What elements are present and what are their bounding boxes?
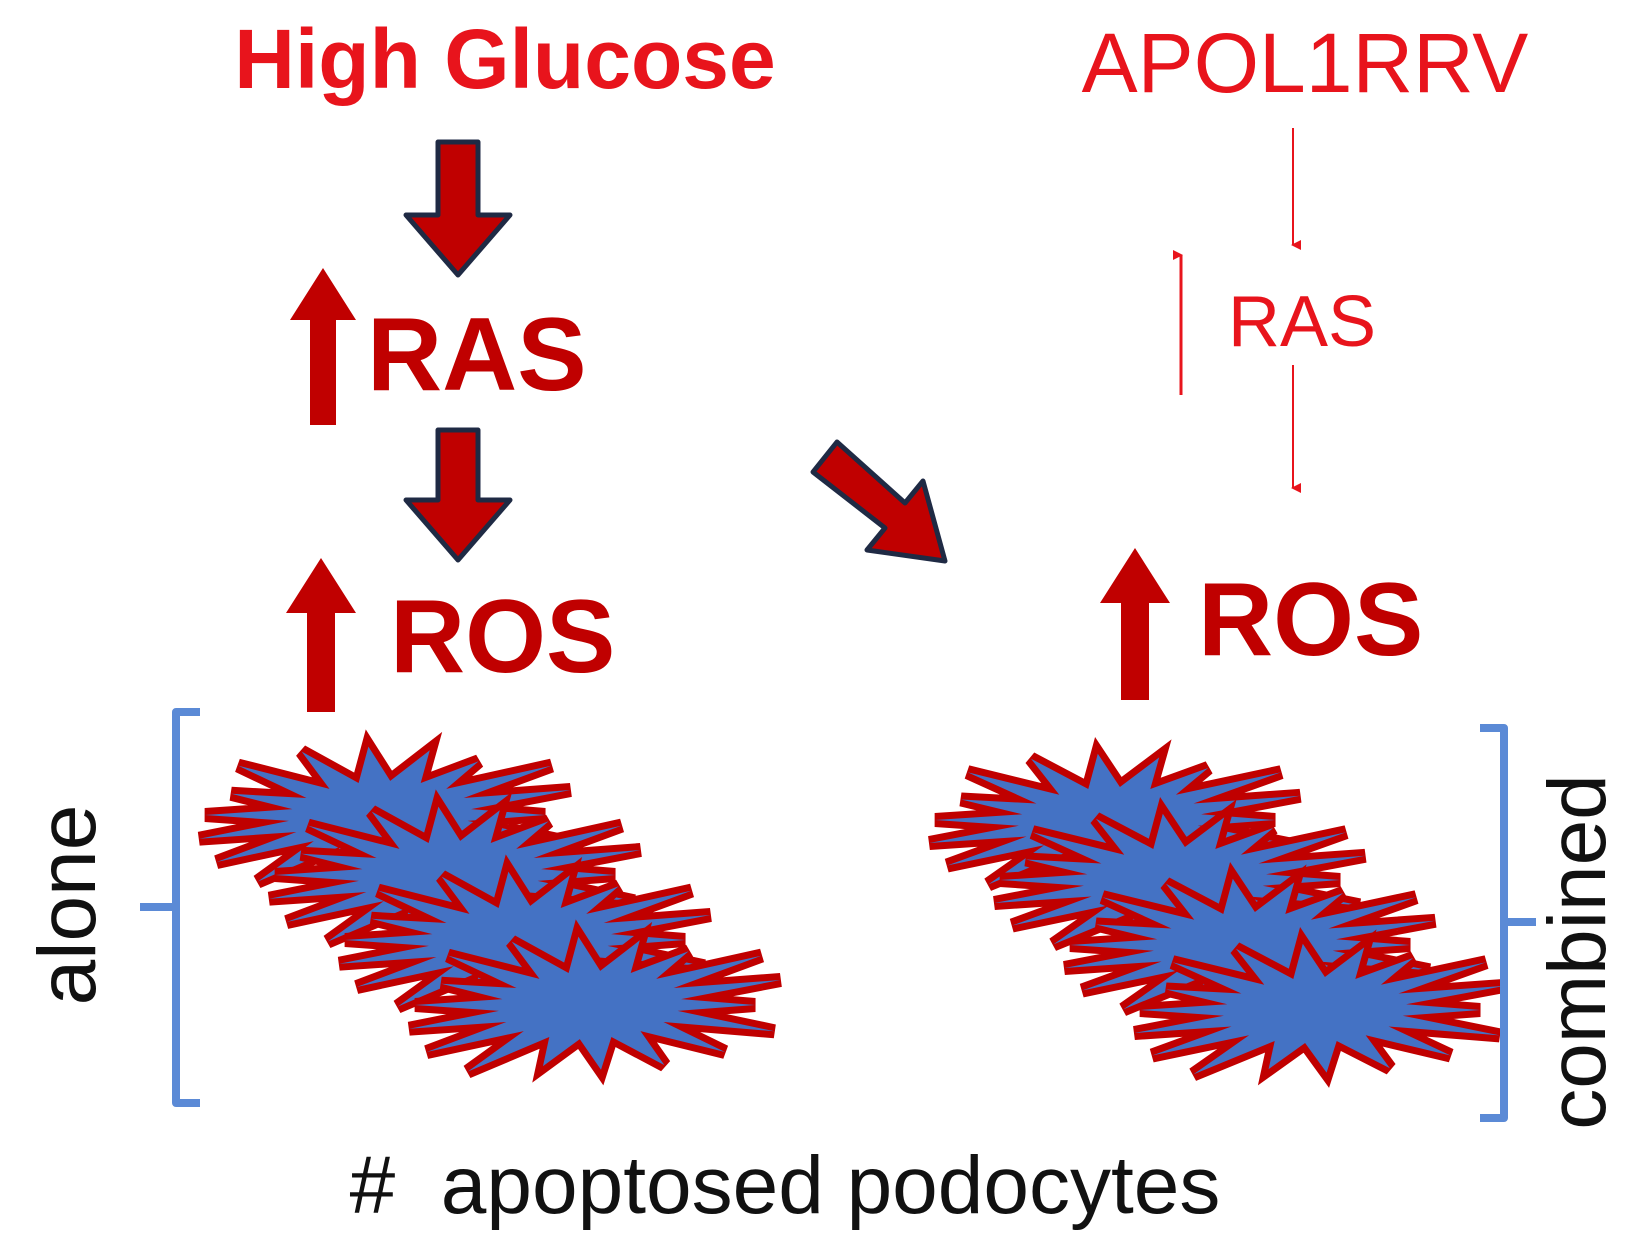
podocyte-cell — [1133, 927, 1507, 1088]
high-glucose-label: High Glucose — [234, 12, 775, 106]
up-arrow-icon — [1100, 548, 1170, 700]
apoptosed-podocytes-label: # apoptosed podocytes — [350, 1140, 1221, 1231]
right-ros-label: ROS — [1198, 562, 1423, 678]
up-arrow-icon — [286, 558, 356, 712]
diagonal-arrow-icon — [810, 439, 948, 564]
combined-label: combined — [1532, 774, 1623, 1130]
right-bracket — [1480, 724, 1536, 1122]
up-arrow-icon — [290, 268, 356, 425]
apol1rrv-label: APOL1RRV — [1082, 16, 1529, 110]
down-arrow-icon — [403, 139, 513, 278]
left-ras-label: RAS — [367, 297, 587, 413]
right-ras-label: RAS — [1228, 282, 1376, 362]
podocyte-cell — [407, 919, 782, 1086]
alone-label: alone — [22, 805, 113, 1006]
down-arrow-icon — [403, 427, 513, 563]
right-cell-stack — [928, 737, 1507, 1088]
left-cell-stack — [197, 729, 782, 1086]
left-bracket — [140, 708, 200, 1107]
left-ros-label: ROS — [390, 579, 615, 695]
